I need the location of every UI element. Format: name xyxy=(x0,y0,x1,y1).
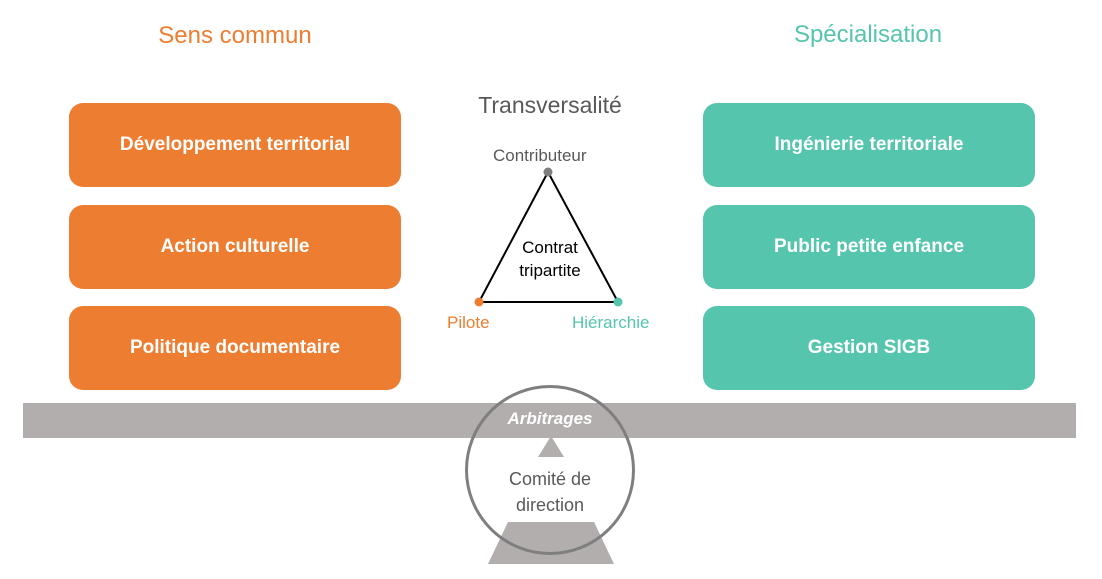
direction-line: direction xyxy=(515,495,585,515)
box-public-petite-enfance: Public petite enfance xyxy=(703,205,1035,289)
box-action-culturelle: Action culturelle xyxy=(69,205,401,289)
comite-circle xyxy=(465,385,635,555)
transversalite-title: Transversalité xyxy=(478,92,622,118)
specialisation-title: Spécialisation xyxy=(793,21,943,48)
tripartite-triangle xyxy=(474,167,623,307)
box-developpement-territorial: Développement territorial xyxy=(69,103,401,187)
contributeur-label: Contributeur xyxy=(493,146,587,165)
box-gestion-sigb: Gestion SIGB xyxy=(703,306,1035,390)
pilote-label: Pilote xyxy=(447,313,490,332)
box-ingenierie-territoriale: Ingénierie territoriale xyxy=(703,103,1035,187)
contrat-line: Contrat xyxy=(522,238,578,257)
pilote-node xyxy=(474,297,484,307)
hierarchie-label: Hiérarchie xyxy=(572,313,650,332)
box-politique-documentaire: Politique documentaire xyxy=(69,306,401,390)
contrat-tripartite-label: Contrat tripartite xyxy=(498,236,602,282)
comite-de-direction-label: Comité de direction xyxy=(470,466,630,518)
hierarchie-node xyxy=(613,297,623,307)
contributeur-node xyxy=(543,167,553,177)
arbitrages-label: Arbitrages xyxy=(507,409,593,428)
tripartite-line: tripartite xyxy=(519,261,581,280)
comite-line: Comité de xyxy=(508,469,592,489)
sens-commun-title: Sens commun xyxy=(158,22,312,49)
